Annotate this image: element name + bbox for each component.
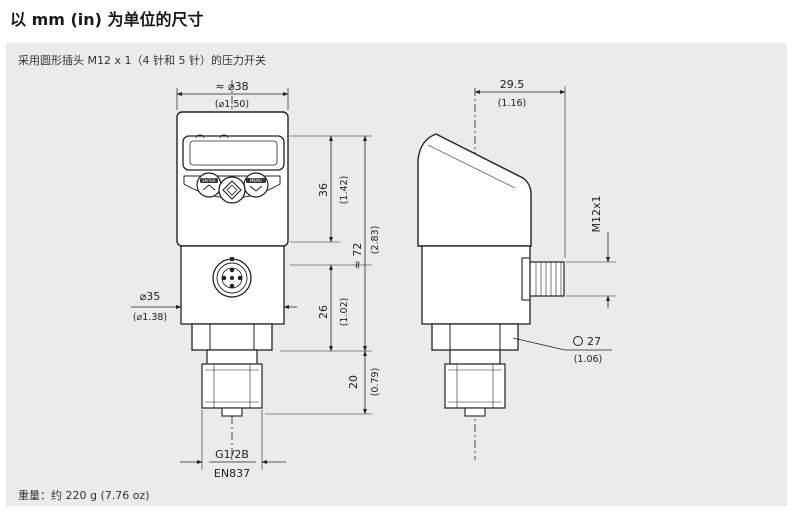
weight-note: 重量：约 220 g (7.76 oz)	[18, 489, 150, 502]
hex-nut	[191, 323, 273, 351]
side-view	[417, 86, 616, 460]
enter-button-label: ENTER	[202, 178, 215, 183]
front-view	[131, 80, 372, 470]
thread-len-mm-label: 20	[347, 375, 360, 389]
side-head	[417, 133, 532, 247]
page-title: 以 mm (in) 为单位的尺寸	[10, 10, 204, 29]
wrench-mm-label: 27	[587, 335, 601, 348]
depth-in-label: (1.16)	[498, 98, 527, 109]
total-height-mm-label: ≈ 72	[351, 243, 364, 270]
total-height-in-label: (2.83)	[370, 226, 381, 255]
thread-len-in-label: (0.79)	[370, 368, 381, 397]
side-m12-connector	[529, 261, 565, 297]
connector-thread-label: M12x1	[590, 196, 603, 233]
drawing-panel	[6, 43, 787, 506]
housing-dia-in-label: (⌀1.38)	[133, 312, 167, 323]
side-view-labels: 29.5 (1.16) M12x1 27 (1.06)	[498, 78, 603, 365]
side-hex-nut	[431, 323, 519, 351]
width-mm-label: ≈ ⌀38	[215, 80, 248, 93]
menu-button-label: MENU	[250, 178, 262, 183]
thread-standard-label: EN837	[214, 467, 250, 480]
head-height-in-label: (1.42)	[339, 176, 350, 205]
depth-mm-label: 29.5	[500, 78, 525, 91]
menu-button	[243, 172, 269, 198]
housing-dia-mm-label: ⌀35	[140, 290, 161, 303]
wrench-in-label: (1.06)	[574, 354, 603, 365]
wrench-size-icon	[573, 336, 583, 346]
front-view-labels: ≈ ⌀38 (⌀1.50) ⌀35 (⌀1.38) 36 (1.42) 26 (…	[133, 80, 381, 480]
thread-spec-label: G1/2B	[215, 448, 249, 461]
body-height-mm-label: 26	[317, 305, 330, 319]
head-height-mm-label: 36	[317, 183, 330, 197]
body-height-in-label: (1.02)	[339, 298, 350, 327]
side-process-thread	[444, 363, 506, 409]
width-in-label: (⌀1.50)	[215, 99, 249, 110]
drawing-subtitle: 采用圆形插头 M12 x 1（4 针和 5 针）的压力开关	[18, 54, 266, 67]
process-thread	[201, 363, 263, 409]
center-button	[218, 176, 246, 204]
side-body	[421, 245, 531, 325]
